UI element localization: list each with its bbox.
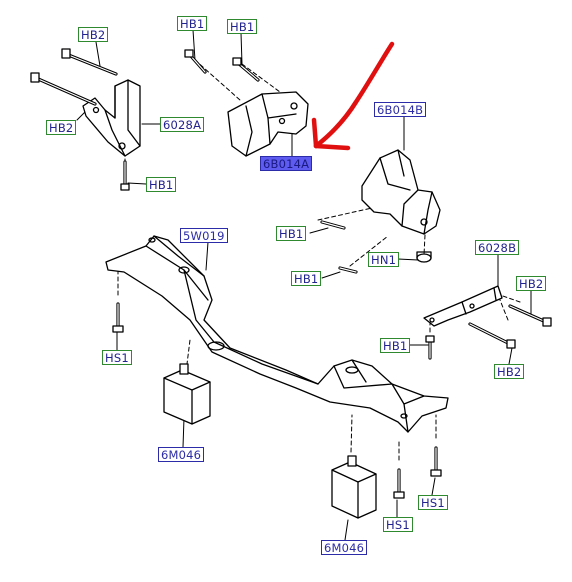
label-hb1-mid-a: HB1 [276,226,307,241]
bracket-6028a [30,48,141,191]
label-hs1-right-b: HS1 [383,517,413,532]
label-hn1: HN1 [368,252,400,267]
damper-6m046-left [163,363,211,425]
label-6b014a-highlighted: 6B014A [260,156,313,171]
label-hb1-top-a: HB1 [177,16,208,31]
crossmember-5w019 [105,235,449,433]
label-6m046-bottom: 6M046 [321,540,368,555]
label-hb2-right-top: HB2 [516,276,547,291]
label-hb1-mid-b: HB1 [291,271,322,286]
label-hs1-right-a: HS1 [418,495,448,510]
bracket-6028b [423,285,552,360]
label-6028a: 6028A [160,117,205,132]
damper-6m046-bottom [331,455,377,519]
label-hb1-top-b: HB1 [227,19,258,34]
label-6m046-left: 6M046 [158,447,205,462]
label-hb1-right: HB1 [380,338,411,353]
label-6028b: 6028B [475,240,520,255]
annotation-arrow [311,41,395,151]
studs-hs1 [112,302,442,499]
leader-lines [76,29,532,541]
label-6b014b: 6B014B [374,102,427,117]
label-hs1-left: HS1 [102,350,132,365]
bracket-6b014a [184,49,309,157]
label-5w019: 5W019 [180,228,228,243]
label-hb2-left: HB2 [46,120,77,135]
mount-6b014b [320,149,441,274]
label-hb1-left-bottom: HB1 [146,177,177,192]
label-hb2-top-left: HB2 [78,27,109,42]
label-hb2-right-bottom: HB2 [494,364,525,379]
